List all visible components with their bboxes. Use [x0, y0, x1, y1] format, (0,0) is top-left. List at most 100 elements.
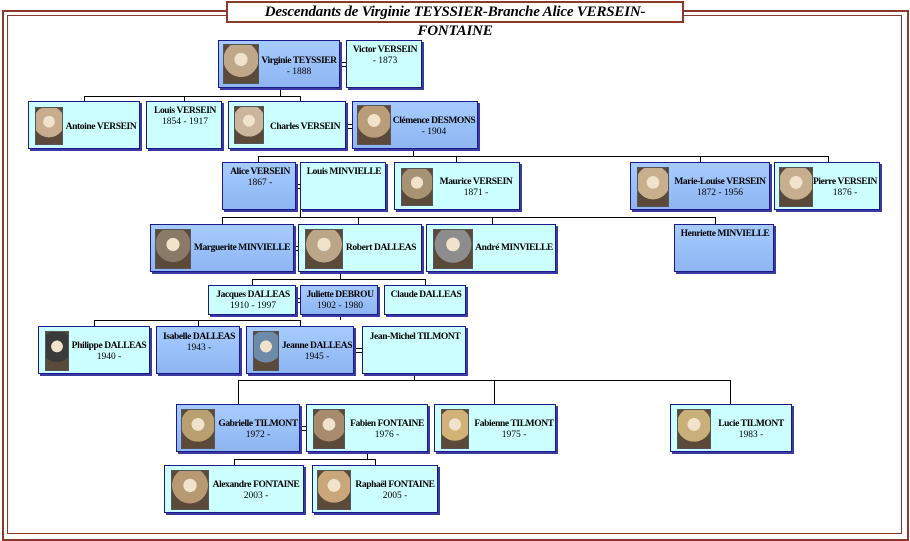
person-name: Claude DALLEAS [390, 290, 462, 300]
person-dates: 1945 - [304, 352, 330, 362]
person-dates: 1910 - 1997 [230, 301, 276, 311]
person-dates: 1976 - [374, 430, 400, 440]
connector-line [413, 149, 414, 156]
portrait-photo [223, 44, 259, 84]
person-dates: 1871 - [463, 188, 489, 198]
connector-line [234, 459, 235, 465]
connector-line [730, 380, 731, 404]
connector-line [252, 279, 253, 285]
person-box-virginie[interactable]: Virginie TEYSSIER- 1888 [218, 40, 340, 88]
portrait-photo [253, 331, 279, 371]
person-box-antoine[interactable]: Antoine VERSEIN [28, 101, 140, 149]
person-name: Maurice VERSEIN [439, 177, 513, 187]
person-dates: 2003 - [243, 491, 269, 501]
connector-line [700, 156, 701, 162]
person-box-clemence[interactable]: Clémence DESMONS- 1904 [352, 101, 478, 149]
portrait-photo [234, 106, 264, 144]
connector-line [84, 96, 300, 97]
person-box-henriette[interactable]: Henriette MINVIELLE [674, 224, 774, 272]
person-name: Clémence DESMONS [392, 116, 476, 126]
connector-line [715, 217, 716, 224]
person-name: Lucie TILMONT [718, 419, 784, 429]
person-dates: 1872 - 1956 [697, 188, 743, 198]
person-dates: 1902 - 1980 [317, 301, 363, 311]
person-name: Jean-Michel TILMONT [369, 332, 461, 342]
connector-line [280, 88, 281, 96]
person-box-robert[interactable]: Robert DALLEAS [298, 224, 422, 272]
portrait-photo [313, 409, 345, 449]
portrait-photo [181, 409, 215, 449]
person-name: Robert DALLEAS [345, 243, 417, 253]
portrait-photo [677, 409, 711, 449]
person-name: Marie-Louise VERSEIN [674, 177, 766, 187]
connector-line [425, 279, 426, 285]
connector-line [340, 315, 341, 320]
person-name: Jeanne DALLEAS [281, 341, 353, 351]
marriage-link [354, 348, 362, 353]
connector-line [238, 380, 730, 381]
person-box-claude[interactable]: Claude DALLEAS [384, 285, 466, 315]
connector-line [94, 320, 300, 321]
connector-line [414, 374, 415, 380]
connector-line [300, 96, 301, 101]
person-dates: 1854 - 1917 [162, 117, 208, 127]
person-dates: - 1873 [372, 56, 398, 66]
marriage-link [299, 426, 307, 431]
connector-line [494, 380, 495, 404]
person-name: Alexandre FONTAINE [212, 480, 300, 490]
person-box-marguerite[interactable]: Marguerite MINVIELLE [150, 224, 294, 272]
person-box-jean-michel[interactable]: Jean-Michel TILMONT [362, 326, 466, 374]
connector-line [300, 210, 301, 217]
person-dates: 1867 - [247, 178, 273, 188]
connector-line [252, 279, 425, 280]
connector-line [375, 459, 376, 465]
connector-line [358, 217, 359, 224]
connector-line [258, 156, 259, 162]
person-dates: 1876 - [832, 188, 858, 198]
connector-line [238, 380, 239, 404]
connector-line [184, 96, 185, 101]
connector-line [828, 156, 829, 162]
person-name: Alice VERSEIN [230, 167, 290, 177]
portrait-photo [401, 168, 433, 206]
connector-line [258, 156, 828, 157]
portrait-photo [317, 470, 351, 510]
person-name: Louis VERSEIN [154, 106, 216, 116]
person-box-louis-m[interactable]: Louis MINVIELLE [300, 162, 386, 210]
portrait-photo [305, 229, 343, 269]
person-name: Fabienne TILMONT [474, 419, 554, 429]
person-dates: 1943 - [186, 343, 212, 353]
person-name: Antoine VERSEIN [65, 122, 137, 132]
connector-line [300, 320, 301, 326]
person-dates: - 1904 [421, 127, 447, 137]
connector-line [456, 156, 457, 162]
person-name: Louis MINVIELLE [306, 167, 382, 177]
person-box-charles[interactable]: Charles VERSEIN [228, 101, 346, 149]
portrait-photo [35, 107, 63, 145]
connector-line [340, 272, 341, 279]
person-box-victor[interactable]: Victor VERSEIN- 1873 [346, 40, 422, 88]
person-dates: 2005 - [382, 491, 408, 501]
marriage-link [295, 298, 303, 303]
connector-line [492, 217, 493, 224]
person-box-andre[interactable]: André MINVIELLE [426, 224, 556, 272]
portrait-photo [171, 470, 209, 510]
person-name: Isabelle DALLEAS [163, 332, 235, 342]
marriage-link [340, 62, 348, 67]
